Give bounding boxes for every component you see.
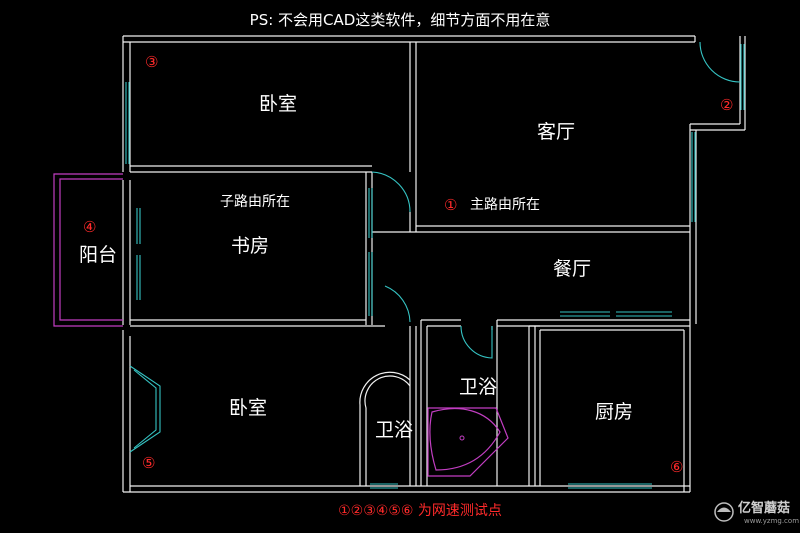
walls <box>122 35 746 493</box>
main-router-label: 主路由所在 <box>470 197 540 213</box>
room-bedroom-bottom: 卧室 <box>229 397 267 419</box>
marker-3: ③ <box>145 53 158 71</box>
footer-note: ①②③④⑤⑥ 为网速测试点 <box>338 503 502 519</box>
doors <box>371 41 741 359</box>
marker-5: ⑤ <box>142 454 155 472</box>
page-title: PS: 不会用CAD这类软件，细节方面不用在意 <box>250 11 551 29</box>
room-balcony: 阳台 <box>79 244 117 266</box>
marker-2: ② <box>720 96 733 114</box>
bathtub-icon <box>427 407 509 477</box>
room-kitchen: 厨房 <box>595 401 633 423</box>
mushroom-icon <box>714 502 734 522</box>
marker-1: ① <box>444 196 457 214</box>
room-living: 客厅 <box>537 121 575 143</box>
room-bath-large: 卫浴 <box>459 376 497 398</box>
balcony-outline <box>53 173 123 327</box>
room-bath-small: 卫浴 <box>375 419 413 441</box>
marker-6: ⑥ <box>670 458 683 476</box>
room-bedroom-top: 卧室 <box>259 93 297 115</box>
room-dining: 餐厅 <box>553 258 591 280</box>
sub-router-label: 子路由所在 <box>220 194 290 210</box>
watermark-logo: 亿智蘑菇 www.yzmg.com <box>714 500 799 525</box>
windows <box>125 44 745 489</box>
watermark-name: 亿智蘑菇 <box>738 500 790 516</box>
watermark-url: www.yzmg.com <box>744 517 799 525</box>
marker-4: ④ <box>83 218 96 236</box>
room-study: 书房 <box>231 235 269 257</box>
